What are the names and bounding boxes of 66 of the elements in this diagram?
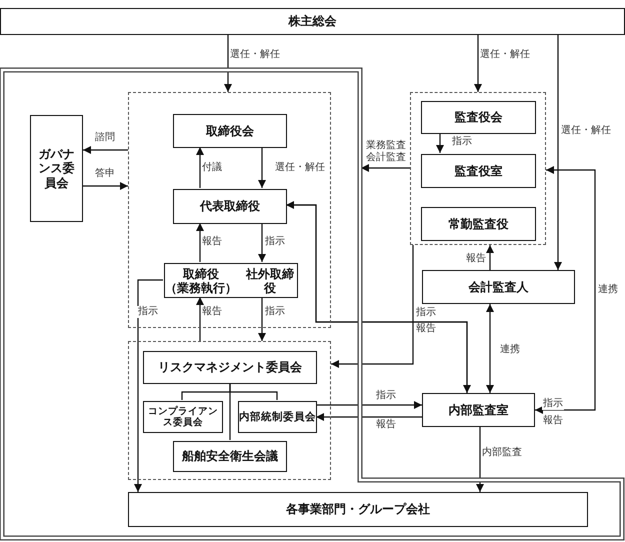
arrow: [258, 223, 266, 262]
arrow: [474, 35, 482, 92]
edge-label: 報告: [201, 306, 223, 318]
committee-box: コンプライアンス委員会: [143, 401, 223, 433]
arrow: [361, 164, 410, 172]
dashed-group-box: [128, 341, 331, 480]
committee-box: リスクマネジメント委員会: [143, 351, 317, 384]
process-box: 会計監査人: [422, 270, 575, 304]
edge-label: 報告: [375, 419, 397, 431]
process-box: 常勤監査役: [421, 207, 536, 241]
arrow: [258, 297, 266, 341]
arrow: [196, 297, 204, 341]
arrow: [316, 413, 422, 421]
process-box: 内部監査室: [422, 393, 535, 427]
connector-line: [229, 383, 231, 440]
edge-label: 連携: [597, 284, 619, 296]
arrow: [196, 223, 204, 262]
process-box: 取締役会: [173, 114, 287, 148]
committee-box: 船舶安全衛生会議: [173, 441, 287, 472]
note-label: 指示: [542, 398, 564, 410]
edge-label: 指示: [451, 136, 473, 148]
edge-label: 諮問: [94, 132, 116, 144]
box-label: 社外取締役: [244, 267, 295, 296]
process-box: [164, 263, 298, 298]
edge-label: 報告: [415, 323, 437, 335]
edge-label: 付議: [201, 162, 223, 174]
process-box: 代表取締役: [173, 189, 287, 224]
edge-label: 内部監査: [481, 447, 523, 459]
arrow: [134, 279, 163, 492]
arrow: [476, 427, 484, 492]
edge-label: 指示: [375, 390, 397, 402]
dashed-group-box: [410, 92, 546, 245]
note-label: 報告: [542, 415, 564, 427]
edge-label: 選任・解任: [479, 49, 531, 61]
edge-label: 指示: [415, 307, 437, 319]
arrow: [83, 182, 128, 190]
edge-label: 報告: [465, 253, 487, 265]
arrow: [196, 147, 204, 188]
edge-label: 選任・解任: [274, 162, 326, 174]
process-box: 監査役室: [421, 154, 536, 188]
arrow: [331, 245, 414, 368]
arrow: [535, 166, 596, 414]
edge-label: 指示: [264, 306, 286, 318]
double-line-frame: [2, 70, 622, 538]
edge-label: 報告: [201, 236, 223, 248]
edge-label: 選任・解任: [229, 49, 281, 61]
arrow: [486, 245, 494, 270]
committee-box: ガバナンス委員会: [30, 115, 83, 222]
process-box: 監査役会: [421, 101, 536, 134]
edge-label: 指示: [264, 236, 286, 248]
process-box: 各事業部門・グループ会社: [128, 492, 588, 527]
edge-label: 業務監査会計監査: [364, 140, 408, 164]
edge-label: 選任・解任: [560, 125, 612, 137]
edge-label: 連携: [499, 344, 521, 356]
arrow: [486, 304, 494, 393]
box-label: 取締役（業務執行）: [165, 267, 237, 296]
arrow: [258, 147, 266, 188]
arrow: [554, 35, 562, 270]
arrow: [83, 146, 128, 154]
arrow: [224, 35, 232, 92]
edge-label: 指示: [137, 306, 159, 318]
committee-box: 内部統制委員会: [238, 401, 317, 433]
arrow: [436, 133, 444, 153]
arrow: [316, 401, 422, 409]
header-box: 株主総会: [0, 8, 625, 35]
edge-label: 答申: [94, 168, 116, 180]
